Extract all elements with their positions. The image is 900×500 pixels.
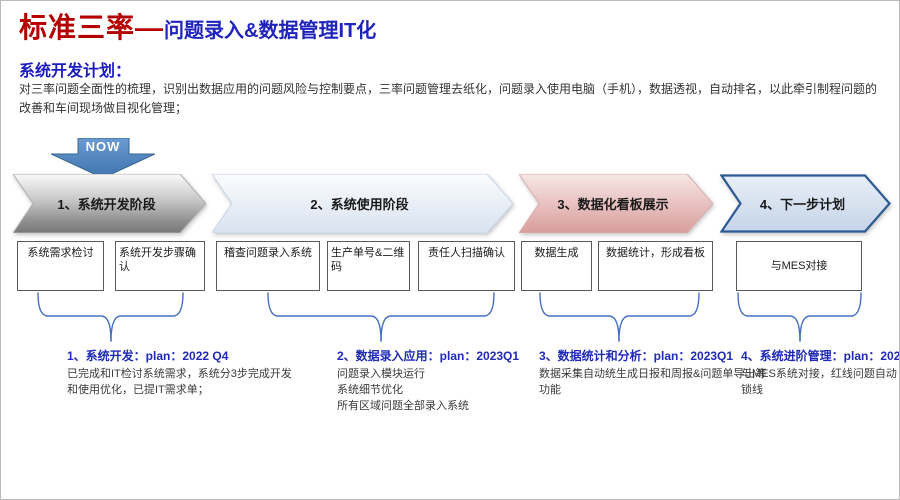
stage-chevron-1: 1、系统开发阶段 xyxy=(13,174,206,233)
annotation-title: 2、数据录入应用：plan：2023Q1 xyxy=(337,349,520,363)
chevron-shape-icon xyxy=(720,174,891,233)
annotation-body: 数据采集自动统生成日报和周报&问题单导出等功能 xyxy=(539,368,767,396)
annotation-2: 2、数据录入应用：plan：2023Q1 问题录入模块运行 系统细节优化 所有区… xyxy=(337,347,552,415)
annotation-title: 3、数据统计和分析：plan：2023Q1 xyxy=(539,349,734,363)
title-main: 标准三率 xyxy=(19,12,136,43)
stage-chevron-2: 2、系统使用阶段 xyxy=(212,174,513,233)
annotation-body: 问题录入模块运行 系统细节优化 所有区域问题全部录入系统 xyxy=(337,368,469,412)
stage-chevron-4: 4、下一步计划 xyxy=(720,174,891,233)
annotation-body: 已完成和IT检讨系统需求，系统分3步完成开发和使用优化，已提IT需求单； xyxy=(67,368,292,396)
process-box: 稽查问题录入系统 xyxy=(216,241,320,291)
stage-label: 1、系统开发阶段 xyxy=(57,197,156,212)
down-arrow-icon xyxy=(51,138,155,178)
process-box: 生产单号&二维码 xyxy=(327,241,410,291)
title-dash: — xyxy=(135,12,165,43)
process-box: 数据生成 xyxy=(521,241,592,291)
stage-chevron-3: 3、数据化看板展示 xyxy=(519,174,713,233)
annotation-1: 1、系统开发：plan：2022 Q4 已完成和IT检讨系统需求，系统分3步完成… xyxy=(67,347,299,399)
process-box: 系统开发步骤确认 xyxy=(115,241,205,291)
annotation-title: 4、系统进阶管理：plan：2023Q1 xyxy=(741,349,900,363)
annotation-body: 与MES系统对接，红线问题自动锁线 xyxy=(741,368,897,396)
process-box: 与MES对接 xyxy=(736,241,862,291)
process-box: 系统需求检讨 xyxy=(17,241,104,291)
chevron-shape-icon xyxy=(13,174,206,233)
page-title: 标准三率—问题录入&数据管理IT化 xyxy=(19,6,376,46)
chevron-shape-icon xyxy=(519,174,713,233)
stage-label: 3、数据化看板展示 xyxy=(557,197,669,212)
stage-label: 4、下一步计划 xyxy=(759,197,846,212)
now-arrow: NOW xyxy=(51,138,155,178)
now-label: NOW xyxy=(85,139,121,154)
chevron-shape-icon xyxy=(212,174,513,233)
annotation-3: 3、数据统计和分析：plan：2023Q1 数据采集自动统生成日报和周报&问题单… xyxy=(539,347,775,399)
process-box: 责任人扫描确认 xyxy=(418,241,515,291)
annotation-4: 4、系统进阶管理：plan：2023Q1 与MES系统对接，红线问题自动锁线 xyxy=(741,347,900,399)
intro-paragraph: 对三率问题全面性的梳理，识别出数据应用的问题风险与控制要点，三率问题管理去纸化，… xyxy=(19,82,878,116)
title-subtitle: 问题录入&数据管理IT化 xyxy=(164,20,377,42)
annotation-title: 1、系统开发：plan：2022 Q4 xyxy=(67,349,229,363)
process-box: 数据统计，形成看板 xyxy=(598,241,713,291)
section-heading: 系统开发计划： xyxy=(19,63,132,80)
stage-label: 2、系统使用阶段 xyxy=(310,197,409,212)
curly-brace-icon xyxy=(37,292,862,342)
